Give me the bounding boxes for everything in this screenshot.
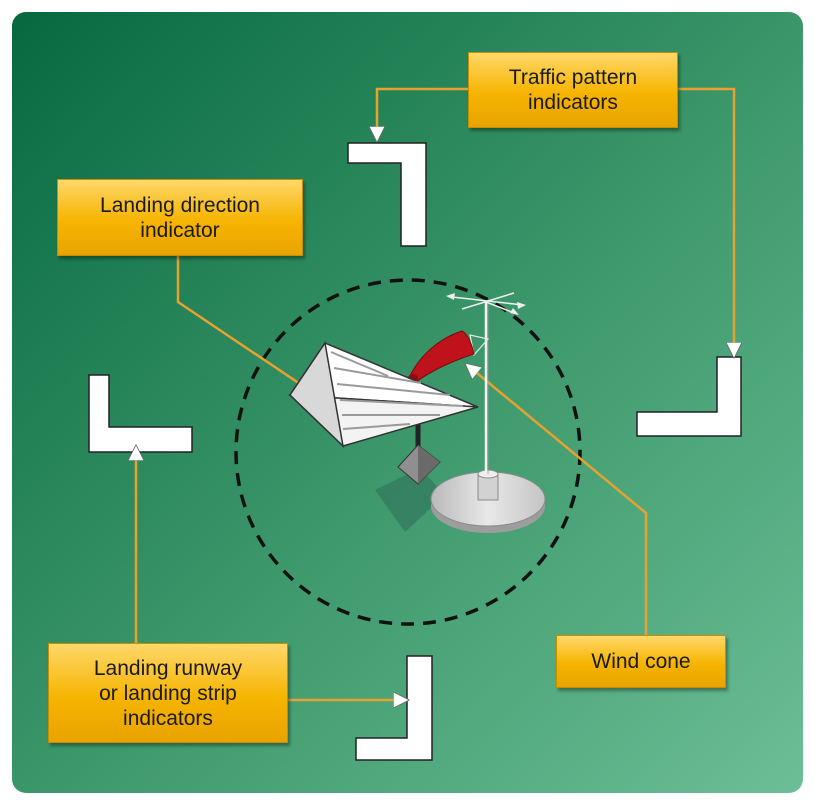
landing-runway-label: Landing runway or landing strip indicato… bbox=[93, 656, 243, 730]
runway-indicator-bottom bbox=[355, 655, 433, 761]
callout-landing-direction-indicator: Landing direction indicator bbox=[57, 179, 303, 256]
callout-traffic-pattern-indicators: Traffic pattern indicators bbox=[468, 52, 678, 128]
runway-indicator-left bbox=[88, 374, 193, 453]
segmented-circle bbox=[234, 278, 582, 626]
leader-landing-direction bbox=[176, 256, 318, 396]
callout-landing-runway-indicators: Landing runway or landing strip indicato… bbox=[48, 643, 288, 743]
tetrahedron-icon bbox=[288, 341, 479, 485]
traffic-pattern-indicator-top bbox=[347, 142, 427, 247]
wind-cone-label: Wind cone bbox=[591, 650, 691, 673]
landing-direction-label: Landing direction indicator bbox=[100, 193, 260, 242]
tetrahedron-shadow bbox=[375, 468, 445, 532]
leader-traffic-top bbox=[377, 87, 468, 141]
leader-lines bbox=[136, 87, 734, 700]
wind-cone-icon bbox=[408, 292, 546, 533]
callout-wind-cone: Wind cone bbox=[556, 635, 726, 688]
leader-traffic-right bbox=[677, 87, 734, 357]
leader-wind-cone bbox=[466, 364, 648, 635]
traffic-pattern-label: Traffic pattern indicators bbox=[508, 66, 638, 114]
